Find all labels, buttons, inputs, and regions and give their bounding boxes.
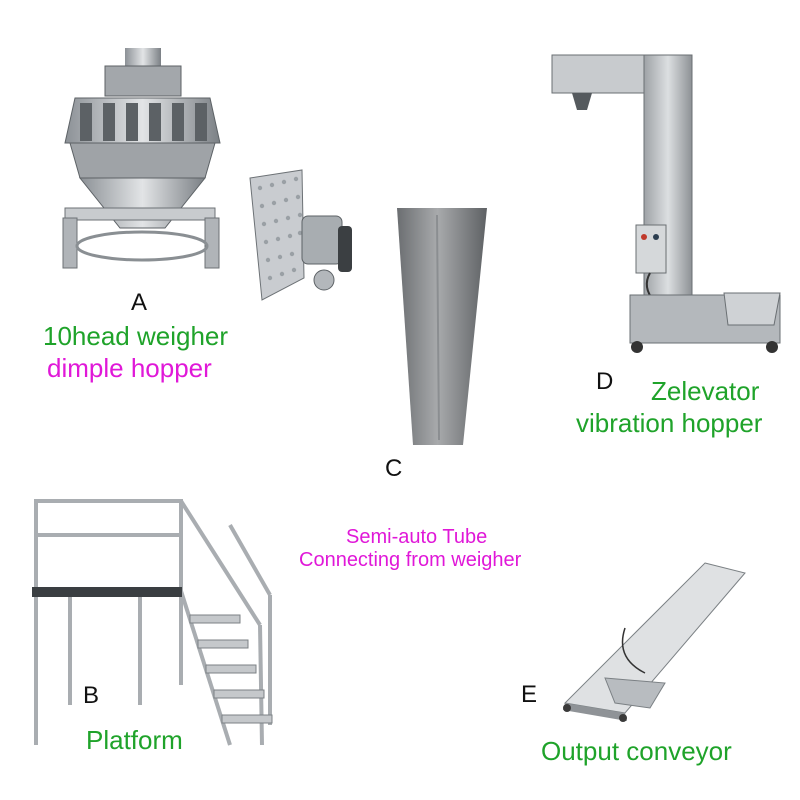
weigher-name: 10head weigher bbox=[43, 321, 229, 351]
cone-tube-picture bbox=[397, 208, 487, 445]
elevator-letter: D bbox=[596, 368, 614, 395]
elevator-subtitle: vibration hopper bbox=[576, 408, 763, 438]
multihead-weigher-picture bbox=[62, 48, 221, 269]
elevator-name: Zelevator bbox=[651, 376, 760, 406]
z-elevator-picture bbox=[551, 54, 781, 353]
platform-name: Platform bbox=[86, 725, 183, 755]
tube-description-line1: Semi-auto Tube bbox=[346, 526, 488, 548]
tube-description-line2: Connecting from weigher bbox=[299, 549, 522, 571]
output-conveyor-picture bbox=[563, 562, 746, 722]
platform-letter: B bbox=[83, 682, 100, 709]
dimple-hopper-picture bbox=[249, 169, 352, 301]
weigher-letter: A bbox=[131, 289, 148, 316]
tube-letter: C bbox=[385, 455, 403, 482]
conveyor-letter: E bbox=[521, 681, 538, 708]
conveyor-name: Output conveyor bbox=[541, 736, 732, 766]
work-platform-picture bbox=[32, 499, 273, 746]
weigher-subtitle: dimple hopper bbox=[47, 353, 212, 383]
